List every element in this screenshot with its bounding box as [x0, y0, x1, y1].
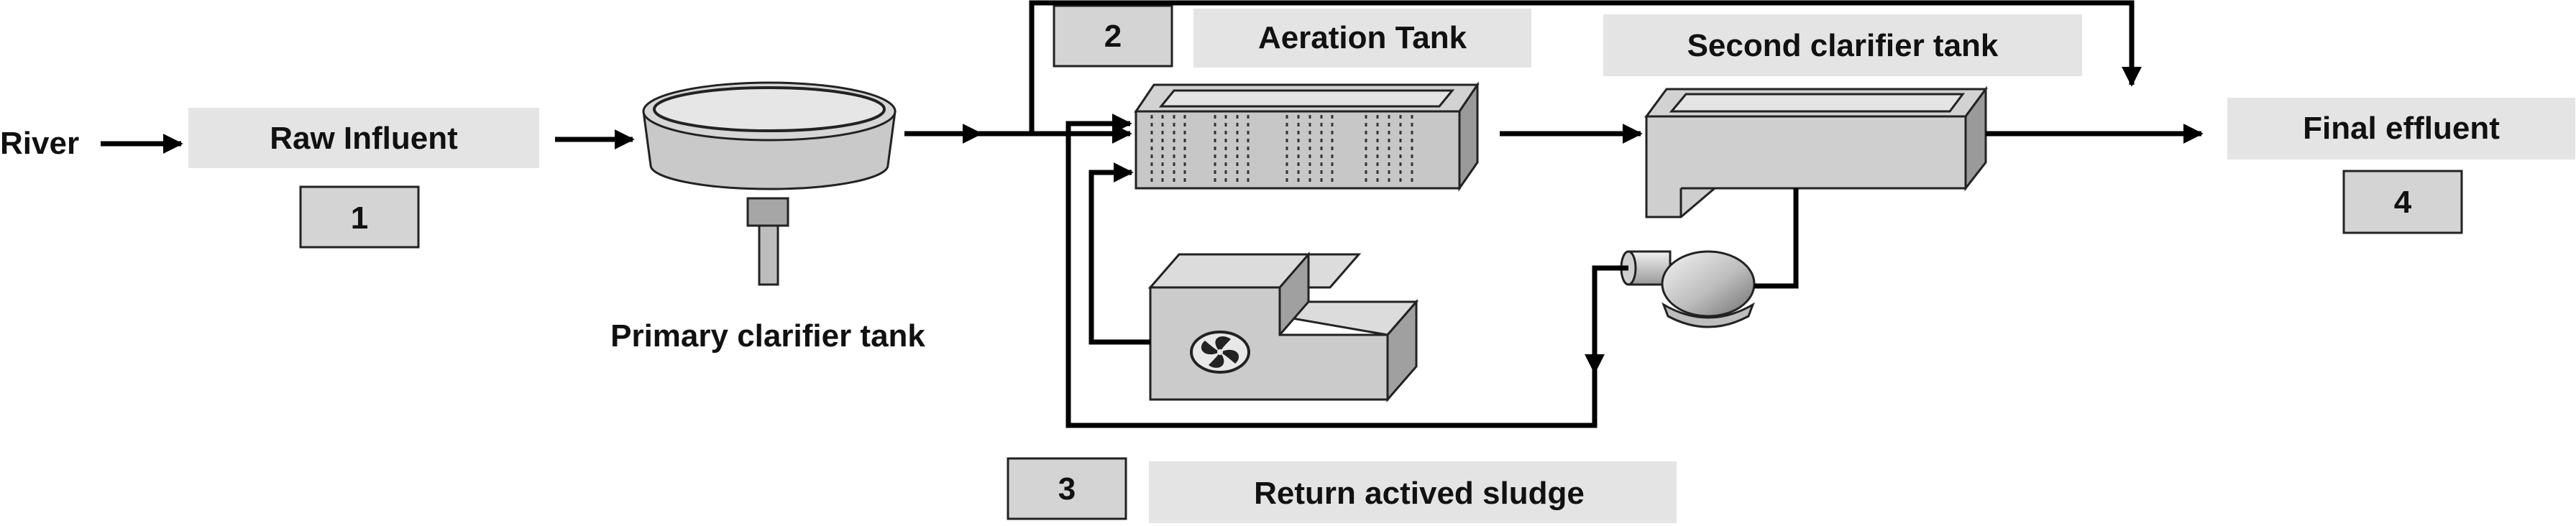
- step-4-box: 4: [2342, 170, 2463, 234]
- second-clarifier-tank: [1644, 86, 1988, 218]
- river-text: River: [0, 126, 79, 161]
- step-2-box: 2: [1053, 4, 1173, 68]
- flow-lines: [101, 0, 2204, 428]
- return-sludge-label: Return actived sludge: [1149, 461, 1677, 523]
- step-4-text: 4: [2394, 185, 2412, 220]
- sludge-pump: [1620, 250, 1756, 328]
- return-sludge-line: [1065, 114, 1598, 428]
- step-1-box: 1: [299, 185, 420, 249]
- raw-influent-text: Raw Influent: [270, 121, 458, 156]
- return-sludge-text: Return actived sludge: [1254, 476, 1585, 511]
- fan-icon: [1190, 331, 1250, 374]
- air-supply-line: [1088, 162, 1150, 345]
- step-3-box: 3: [1007, 457, 1127, 520]
- second-clarifier-label: Second clarifier tank: [1603, 14, 2082, 76]
- aeration-tank: [1134, 81, 1480, 192]
- step-1-text: 1: [351, 200, 368, 236]
- sludge-draw-line: [1754, 188, 1799, 289]
- raw-influent-label: Raw Influent: [188, 108, 539, 168]
- step-3-text: 3: [1058, 471, 1076, 507]
- aeration-tank-label: Aeration Tank: [1193, 9, 1531, 68]
- aeration-tank-text: Aeration Tank: [1258, 20, 1467, 55]
- primary-clarifier-text: Primary clarifier tank: [610, 318, 925, 354]
- second-clarifier-text: Second clarifier tank: [1687, 28, 1999, 63]
- final-effluent-text: Final effluent: [2303, 111, 2500, 146]
- bypass-line: [1029, 0, 2142, 134]
- primary-clarifier-tank: [642, 81, 897, 286]
- step-2-text: 2: [1104, 19, 1122, 54]
- air-blower-unit: [1147, 251, 1419, 403]
- final-effluent-label: Final effluent: [2227, 98, 2575, 160]
- pump-outlet-line: [1585, 265, 1628, 374]
